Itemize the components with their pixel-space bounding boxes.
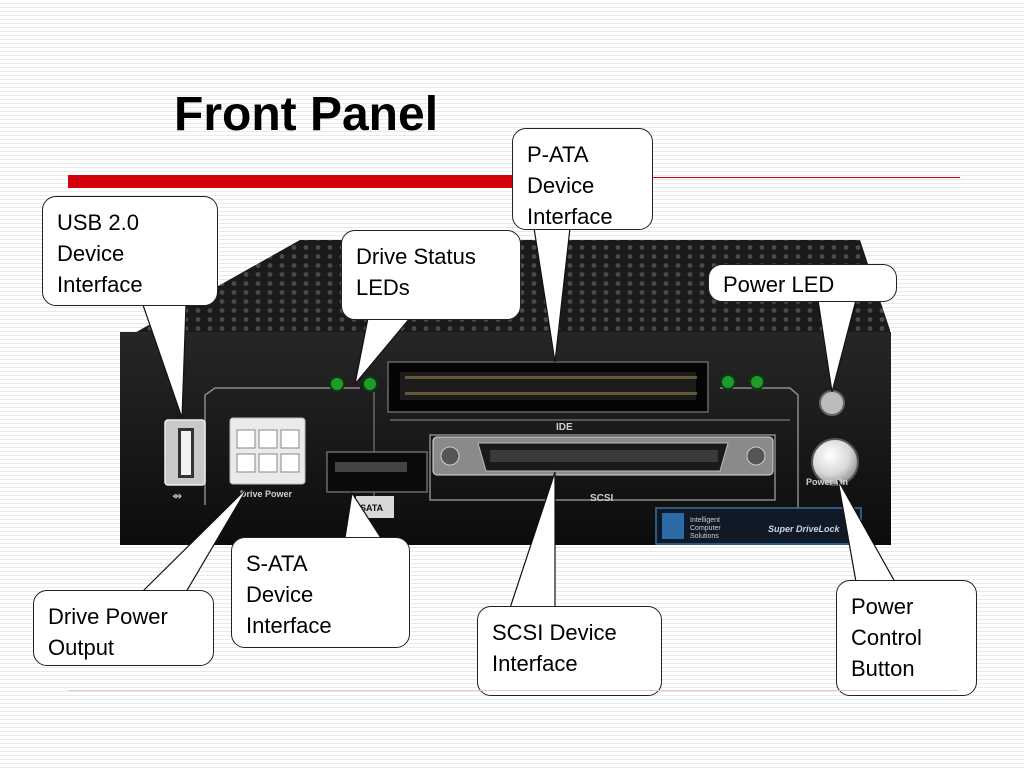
- svg-text:Computer: Computer: [690, 525, 721, 532]
- callout-drive-power-output: Drive Power Output: [33, 590, 214, 666]
- callout-power-led: Power LED: [708, 264, 897, 302]
- title-underline-red: [68, 175, 518, 188]
- title-underline-thin: [518, 177, 960, 178]
- drive-power-label: Drive Power: [240, 489, 293, 499]
- product-name: Super DriveLock: [768, 524, 841, 534]
- callout-drive-status-leds: Drive Status LEDs: [341, 230, 521, 320]
- callout-usb-interface: USB 2.0 Device Interface: [42, 196, 218, 306]
- status-leds: [329, 374, 765, 392]
- callout-power-control-button: Power Control Button: [836, 580, 977, 696]
- brand-plate: [655, 507, 862, 545]
- power-on-label: Power On: [806, 477, 848, 487]
- power-button-knob: [811, 438, 859, 486]
- callout-scsi-interface: SCSI Device Interface: [477, 606, 662, 696]
- ide-label: IDE: [556, 422, 573, 433]
- brand-logo-icon: [662, 513, 684, 539]
- usb-symbol-icon: ⇴: [172, 489, 182, 503]
- callout-pata-interface: P-ATA Device Interface: [512, 128, 653, 230]
- callout-sata-interface: S-ATA Device Interface: [231, 537, 410, 648]
- footer-rule: [68, 690, 958, 691]
- slide-title: Front Panel: [174, 88, 439, 141]
- brand-name: Intelligent: [690, 517, 720, 524]
- svg-text:Solutions: Solutions: [690, 533, 719, 540]
- scsi-label: SCSI: [590, 493, 614, 504]
- sata-label: SATA: [360, 503, 384, 513]
